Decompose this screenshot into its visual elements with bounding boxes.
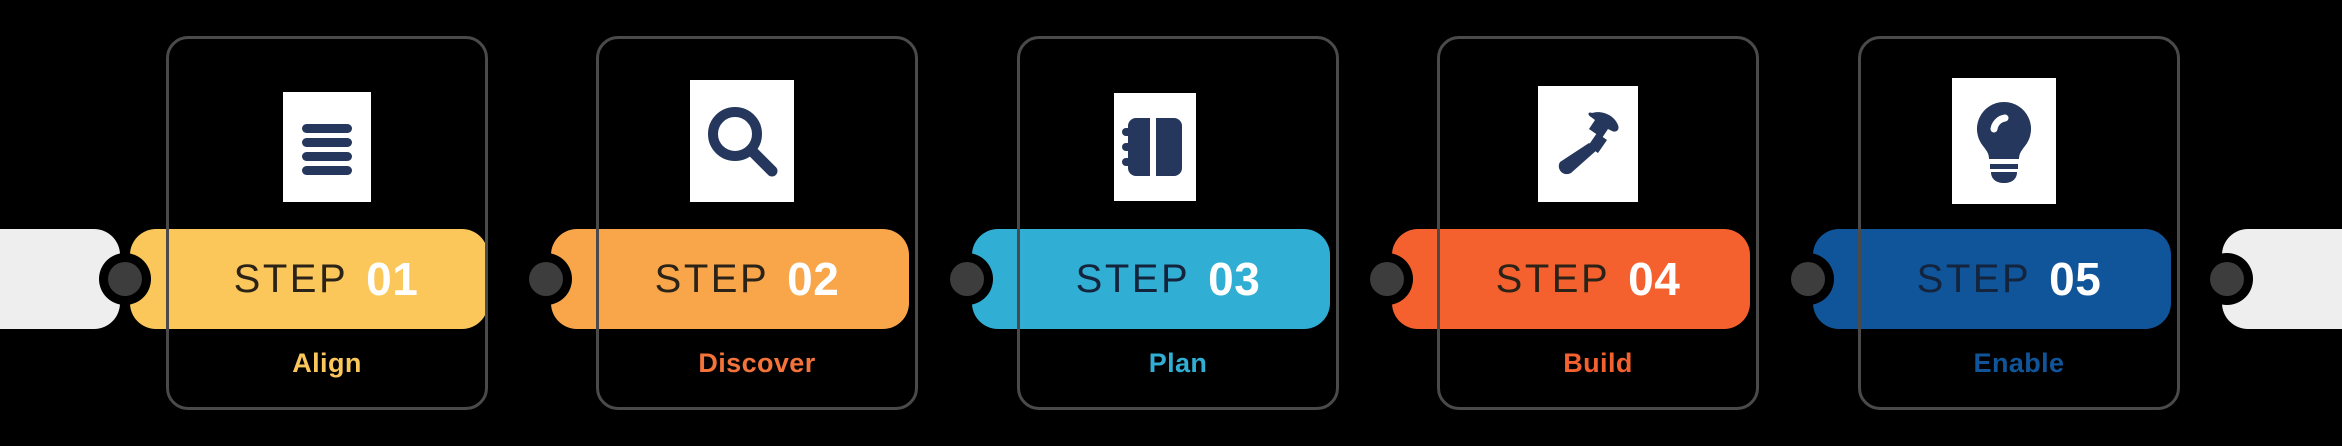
step-name-3: Plan	[1148, 348, 1208, 378]
step-word-5: STEP	[1916, 256, 2032, 301]
step-word-4: STEP	[1495, 256, 1611, 301]
document-lines-icon	[296, 116, 358, 178]
step-number-4: 04	[1628, 253, 1681, 305]
hammer-icon	[1551, 107, 1625, 181]
step-label-3: STEP 03	[972, 229, 1330, 329]
step-card-4	[1437, 36, 1759, 410]
ribbon-end-cap-left	[0, 229, 120, 329]
step-label-5: STEP 05	[1813, 229, 2171, 329]
icon-tile-4	[1538, 86, 1638, 202]
step-number-2: 02	[787, 253, 840, 305]
lightbulb-icon	[1968, 99, 2040, 183]
connector-knob-2	[950, 262, 984, 296]
icon-tile-3	[1114, 93, 1196, 201]
step-number-3: 03	[1208, 253, 1261, 305]
ribbon-row: STEP 01 STEP 02 STEP 03 STEP 04 STEP	[0, 229, 2342, 329]
ribbon-segment-1[interactable]: STEP 01	[130, 229, 488, 329]
step-word-1: STEP	[233, 256, 349, 301]
connector-knob-3	[1370, 262, 1404, 296]
connector-knob-5	[2210, 262, 2244, 296]
step-name-2: Discover	[698, 348, 816, 378]
step-name-4: Build	[1563, 348, 1633, 378]
connector-knob-4	[1791, 262, 1825, 296]
step-name-5: Enable	[1973, 348, 2065, 378]
step-label-2: STEP 02	[551, 229, 909, 329]
step-card-1	[166, 36, 488, 410]
ribbon-segment-5[interactable]: STEP 05	[1813, 229, 2171, 329]
step-card-3	[1017, 36, 1339, 410]
step-word-3: STEP	[1075, 256, 1191, 301]
icon-tile-5	[1952, 78, 2056, 204]
step-card-2	[596, 36, 918, 410]
step-card-5	[1858, 36, 2180, 410]
step-name-1: Align	[292, 348, 362, 378]
step-number-5: 05	[2049, 253, 2102, 305]
magnifier-icon	[704, 103, 780, 179]
step-number-1: 01	[366, 253, 419, 305]
ribbon-segment-2[interactable]: STEP 02	[551, 229, 909, 329]
icon-tile-1	[283, 92, 371, 202]
icon-tile-2	[690, 80, 794, 202]
step-label-4: STEP 04	[1392, 229, 1750, 329]
ribbon-segment-3[interactable]: STEP 03	[972, 229, 1330, 329]
connector-knob-1	[529, 262, 563, 296]
step-label-1: STEP 01	[130, 229, 488, 329]
notebook-icon	[1122, 112, 1188, 182]
step-word-2: STEP	[654, 256, 770, 301]
ribbon-segment-4[interactable]: STEP 04	[1392, 229, 1750, 329]
connector-knob-0	[108, 262, 142, 296]
